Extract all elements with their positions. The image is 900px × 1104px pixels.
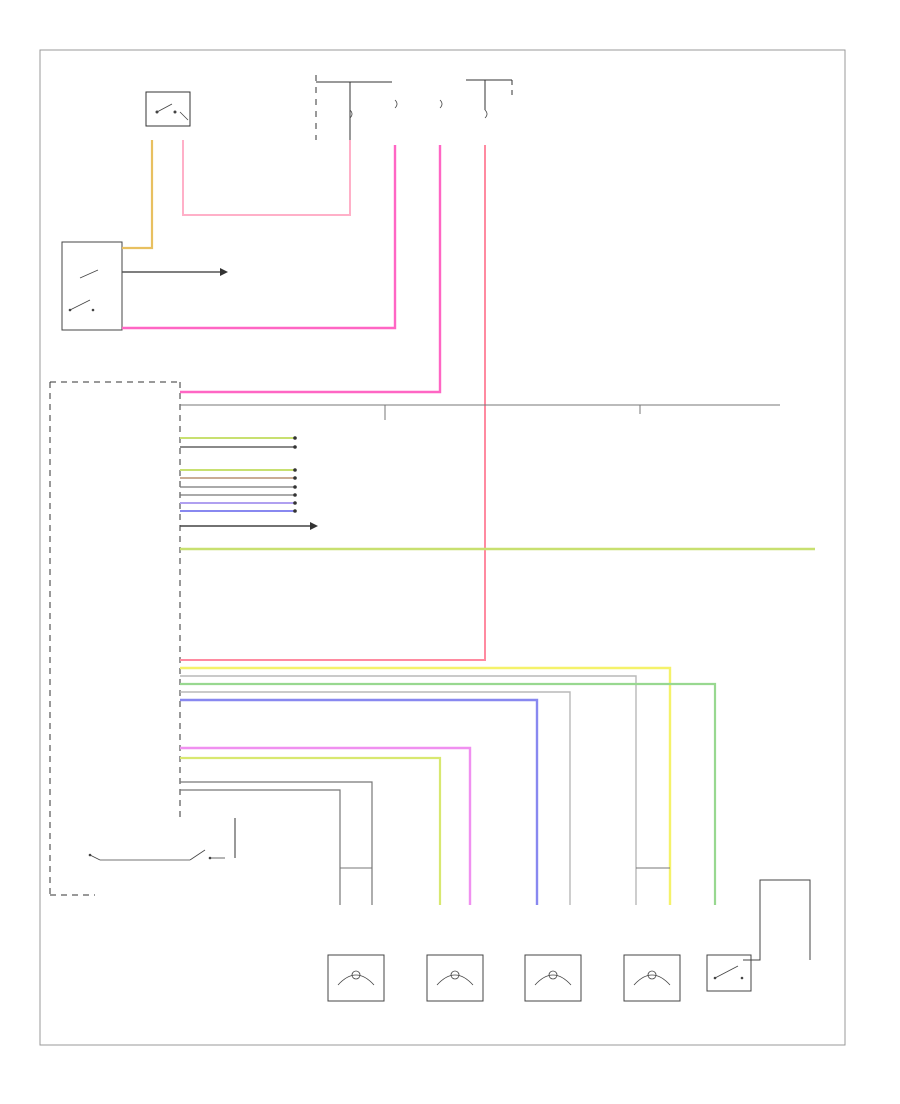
wire-red-pink <box>180 145 486 661</box>
wire-gray-2 <box>180 691 571 905</box>
wire-pink-light <box>182 140 351 216</box>
wheel-sensor-rf <box>426 954 484 1002</box>
wheel-sensor-wires <box>180 666 717 905</box>
top-fuse-block <box>315 75 513 140</box>
brake-switch-component <box>61 241 123 331</box>
wheel-sensor-lr <box>524 954 582 1002</box>
wheel-sensor-rr <box>623 954 681 1002</box>
wheel-sensor-lf <box>327 954 385 1002</box>
wire-brake-out <box>122 268 228 276</box>
wire-green-1 <box>180 682 717 905</box>
wire-dark-1 <box>180 781 373 905</box>
wire-yellow-green-1 <box>180 756 442 905</box>
top-left-switch-component <box>145 91 191 127</box>
wire-blue-1 <box>180 698 539 905</box>
wire-orange-tan <box>122 140 154 250</box>
wire-yellow-1 <box>180 666 672 905</box>
wire-pink-2 <box>180 145 442 394</box>
wire-magenta-1 <box>180 746 472 905</box>
wire-pink-1 <box>122 145 397 330</box>
junction-dots <box>293 436 297 513</box>
ecm-module-outline <box>49 381 236 896</box>
brake-fluid-switch <box>706 879 811 992</box>
wire-gray-1 <box>180 675 637 905</box>
diagram-frame <box>39 49 846 1046</box>
wire-set-top <box>122 140 486 661</box>
ecm-pin-lines <box>180 404 815 551</box>
wire-dark-2 <box>180 789 341 905</box>
